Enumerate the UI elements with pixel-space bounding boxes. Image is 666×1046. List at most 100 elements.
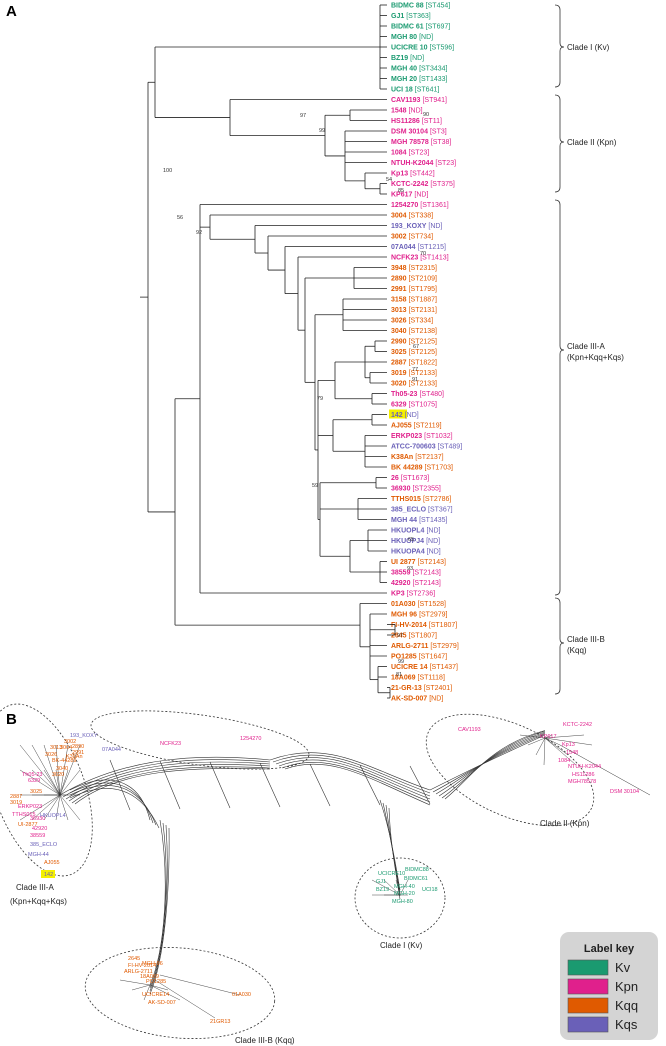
- bootstrap-label: 91: [412, 377, 418, 383]
- network-edge: [275, 757, 431, 797]
- network-edge: [544, 734, 585, 739]
- network-edge: [109, 759, 131, 811]
- network-label: 3019: [10, 800, 22, 806]
- tip-st: [ND]: [414, 192, 428, 199]
- tip-st: [ST1118]: [418, 675, 445, 682]
- network-label: 3026: [45, 752, 57, 758]
- legend-swatch: [567, 997, 609, 1014]
- tip-st: [ST1437]: [430, 664, 458, 671]
- tip-label: Kp13: [391, 171, 408, 178]
- tip-label: 3019: [391, 370, 407, 377]
- network-label: ARLG-2711: [124, 969, 153, 975]
- tip-st: [ST2125]: [409, 339, 437, 346]
- network-edge: [71, 766, 271, 804]
- tip-label: 07A044: [391, 244, 416, 251]
- network-label: 1254270: [240, 736, 261, 742]
- clade-label: (Kpn+Kqq+Kqs): [567, 353, 624, 362]
- tip-st: [ST3]: [430, 129, 447, 136]
- network-edge: [55, 744, 61, 796]
- tip-st: [ND]: [426, 528, 440, 535]
- network-edge: [55, 769, 61, 796]
- network-label: UCICRE10: [378, 871, 405, 877]
- legend-swatch: [567, 978, 609, 995]
- network-edge: [69, 785, 157, 826]
- network-edge: [259, 762, 281, 808]
- network-edge: [59, 744, 69, 796]
- network-clade-label: Clade III-B (Kqq): [235, 1036, 295, 1045]
- tip-st: [ST1413]: [420, 255, 448, 262]
- tip-label: HKUOPJ4: [391, 538, 424, 545]
- network-clade-label: Clade III-A: [16, 883, 54, 892]
- network-edge: [59, 769, 69, 796]
- network-edge: [559, 744, 651, 796]
- tip-label: DSM 30104: [391, 129, 428, 136]
- tip-label: MGH 44: [391, 517, 417, 524]
- legend-swatch: [567, 1016, 609, 1033]
- tip-st: [ST2736]: [407, 591, 435, 598]
- tip-st: [ST11]: [422, 118, 442, 125]
- tip-st: [ND]: [409, 108, 423, 115]
- tip-label: ATCC-700603: [391, 444, 436, 451]
- tip-st: [ST2143]: [412, 570, 440, 577]
- network-label: 2645: [128, 956, 140, 962]
- network-label: CAV1193: [458, 727, 481, 733]
- clade-label: Clade I (Kv): [567, 43, 610, 52]
- network-edge: [43, 769, 61, 796]
- tip-label: 3026: [391, 318, 407, 325]
- tip-st: [ST2979]: [430, 643, 458, 650]
- tip-st: [ST338]: [409, 213, 434, 220]
- tip-st: [ST480]: [419, 391, 444, 398]
- bootstrap-label: 81: [396, 672, 402, 678]
- network-label: BK-44289: [52, 758, 76, 764]
- tip-st: [ST641]: [415, 87, 440, 94]
- clade-label: Clade III-B: [567, 635, 605, 644]
- network-edge: [59, 769, 81, 796]
- network-edge: [69, 779, 151, 821]
- clade-outline: [84, 947, 276, 1039]
- network-edge: [31, 769, 61, 796]
- network-label: 3004: [60, 745, 72, 751]
- clade-label: Clade II (Kpn): [567, 138, 617, 147]
- network-label: K38An: [66, 754, 83, 760]
- network-edge: [278, 759, 431, 800]
- tip-st: [ST2315]: [409, 265, 437, 272]
- tip-label: NTUH-K2044: [391, 160, 434, 167]
- network-edge: [131, 984, 151, 991]
- tip-label: Th05-23: [391, 391, 418, 398]
- network-label: 3013: [50, 745, 62, 751]
- tip-label: 3040: [391, 328, 407, 335]
- tip-st: [ST1703]: [425, 465, 453, 472]
- tip-st: [ST1807]: [429, 622, 457, 629]
- network-edge: [281, 761, 431, 803]
- network-label: HKUOPL4: [40, 813, 66, 819]
- tip-label: 38559: [391, 570, 411, 577]
- tip-label: FI-HV-2014: [391, 622, 427, 629]
- network-label: KP617: [540, 734, 557, 740]
- tip-label: K38An: [391, 454, 413, 461]
- tip-label: NCFK23: [391, 255, 418, 262]
- network-label: BZ19: [376, 887, 389, 893]
- network-edge: [371, 879, 401, 896]
- tip-label: 01A030: [391, 601, 416, 608]
- network-edge: [519, 734, 546, 739]
- network-label: DSM 30104: [610, 789, 639, 795]
- network-label: 142: [44, 872, 53, 878]
- network-label: NCFK23: [160, 741, 181, 747]
- network-label: Th05-23: [22, 772, 43, 778]
- tip-st: [ST1433]: [419, 76, 447, 83]
- legend-swatch: [567, 959, 609, 976]
- tip-label: 3013: [391, 307, 407, 314]
- clade-outline: [354, 857, 446, 939]
- network-label: 21GR13: [210, 1019, 231, 1025]
- network-label: PO1285: [146, 979, 166, 985]
- network-edge: [544, 737, 577, 766]
- tip-st: [ST941]: [422, 97, 447, 104]
- network-label: 1548: [566, 750, 578, 756]
- panel-a-label: A: [6, 3, 17, 20]
- network-edge: [68, 764, 271, 802]
- network-label: BIDMC88: [405, 867, 429, 873]
- tip-label: ERKP023: [391, 433, 422, 440]
- network-label: UCICRE14: [142, 992, 169, 998]
- tip-st: [ND]: [410, 55, 424, 62]
- network-label: KCTC-2242: [563, 722, 592, 728]
